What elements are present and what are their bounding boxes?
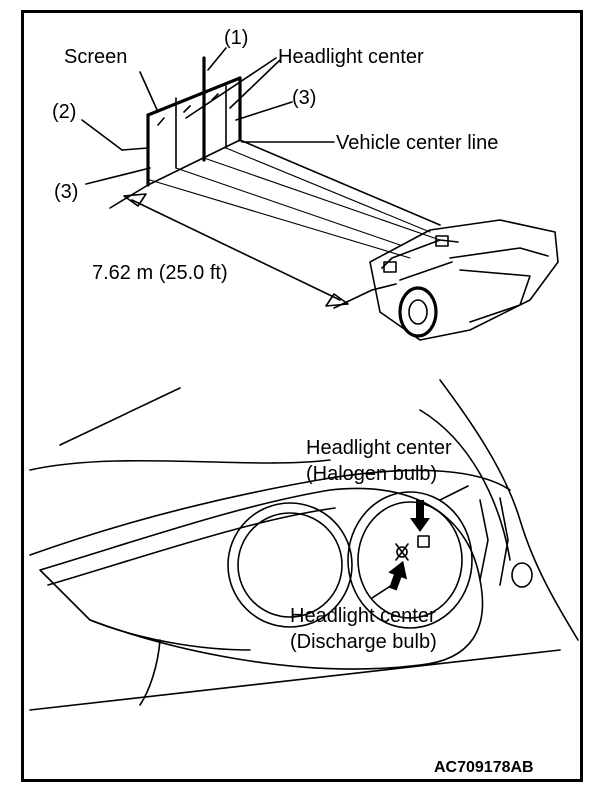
halogen-arrow-icon — [410, 500, 430, 532]
discharge-center-icon — [395, 543, 409, 561]
headlight-center-label: Headlight center — [278, 46, 424, 68]
halogen-label-line1: Headlight center — [306, 437, 452, 459]
callout-1: (1) — [224, 27, 248, 49]
bulb-centers — [371, 485, 469, 599]
aiming-screen — [146, 56, 242, 187]
vehicle-center-line-label: Vehicle center line — [336, 132, 498, 154]
discharge-arrow-icon — [388, 560, 408, 591]
discharge-label-line1: Headlight center — [290, 605, 436, 627]
callout-3-left: (3) — [54, 181, 78, 203]
callout-2: (2) — [52, 101, 76, 123]
callout-3-right: (3) — [292, 87, 316, 109]
screen-label: Screen — [64, 46, 127, 68]
figure-frame — [21, 10, 583, 782]
halogen-center-icon — [417, 535, 430, 548]
distance-label: 7.62 m (25.0 ft) — [92, 262, 228, 284]
halogen-label-line2: (Halogen bulb) — [306, 463, 437, 485]
figure-code: AC709178AB — [434, 759, 534, 776]
vehicle — [369, 219, 559, 341]
leader-lines — [81, 47, 335, 185]
discharge-label-line2: (Discharge bulb) — [290, 631, 437, 653]
headlight-assembly — [29, 379, 579, 711]
ground-lines — [109, 139, 441, 309]
